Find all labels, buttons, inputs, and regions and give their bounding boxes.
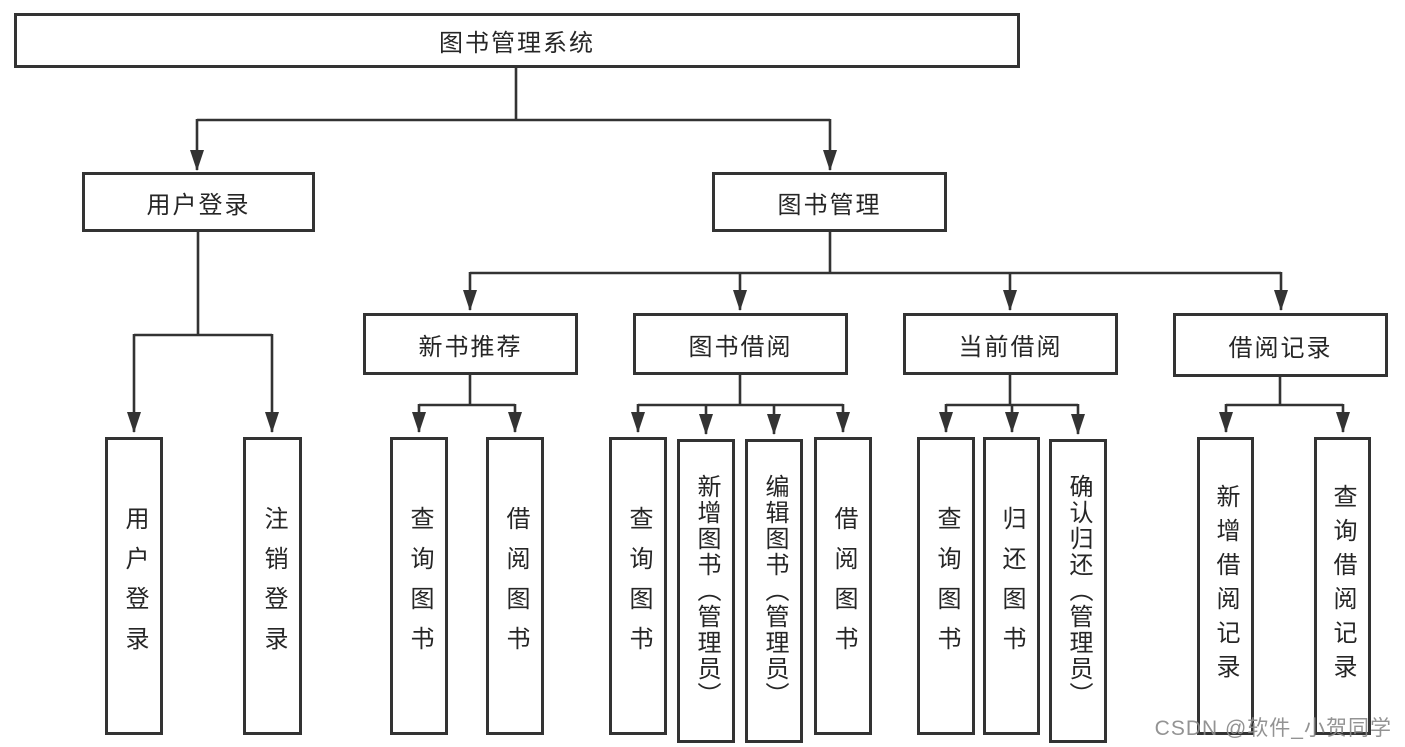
node-leaf-return-books: 归还图书 <box>983 437 1040 735</box>
node-leaf-borrow-books-1: 借阅图书 <box>486 437 544 735</box>
watermark-text: CSDN @软件_小贺同学 <box>1154 717 1392 740</box>
node-leaf-query-books-2: 查询图书 <box>609 437 667 735</box>
node-book-borrow: 图书借阅 <box>633 313 848 375</box>
node-current-borrow: 当前借阅 <box>903 313 1118 375</box>
node-leaf-logout: 注销登录 <box>243 437 302 735</box>
node-borrow-records: 借阅记录 <box>1173 313 1388 377</box>
connectors <box>127 68 1350 435</box>
node-leaf-user-login: 用户登录 <box>105 437 163 735</box>
node-leaf-query-books-1: 查询图书 <box>390 437 448 735</box>
node-leaf-query-borrow-record: 查询借阅记录 <box>1314 437 1371 735</box>
node-leaf-query-books-3: 查询图书 <box>917 437 975 735</box>
node-root: 图书管理系统 <box>14 13 1020 68</box>
node-leaf-add-books-admin: 新增图书（管理员） <box>677 439 735 743</box>
node-book-management: 图书管理 <box>712 172 947 232</box>
node-leaf-borrow-books-2: 借阅图书 <box>814 437 872 735</box>
node-user-login: 用户登录 <box>82 172 315 232</box>
node-leaf-add-borrow-record: 新增借阅记录 <box>1197 437 1254 735</box>
node-leaf-edit-books-admin: 编辑图书（管理员） <box>745 439 803 743</box>
node-new-book-recommendation: 新书推荐 <box>363 313 578 375</box>
node-leaf-confirm-return-admin: 确认归还（管理员） <box>1049 439 1107 743</box>
